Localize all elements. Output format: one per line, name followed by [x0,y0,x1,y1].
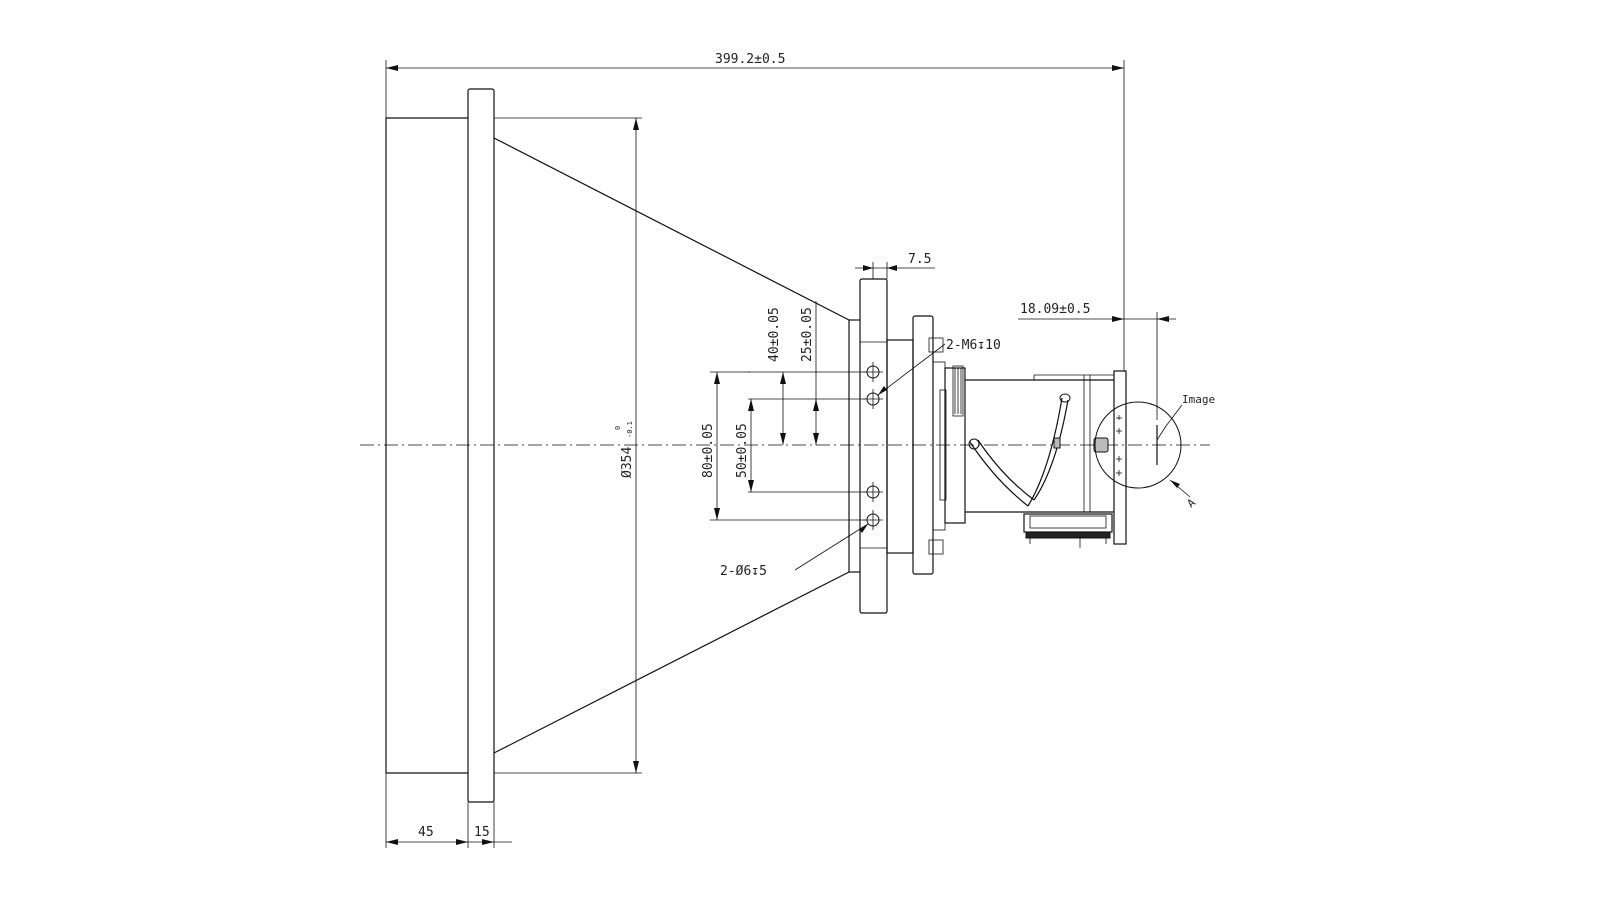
mounting-holes [863,362,883,530]
mounting-flange [859,278,888,614]
dim-hole-spacing-40: 40±0.05 [748,307,866,445]
dim-hole-spacing-80: 80±0.05 [701,371,866,521]
hole-spacing-40-label: 40±0.05 [767,307,782,362]
image-plane-callout: Image [1165,393,1215,427]
front-hood [385,117,468,774]
hole-spacing-50-label: 50±0.05 [735,423,750,478]
front-flange [467,88,495,803]
flange-thickness-label: 7.5 [908,252,931,267]
diameter-tol-lower: -0.1 [626,421,634,438]
conical-body [493,137,860,754]
detail-a-callout: A [1169,479,1199,510]
dim-hole-spacing-25: 25±0.05 [748,301,866,445]
focus-ring [939,365,966,524]
hood-depth-label: 45 [418,825,434,840]
dim-diameter: Ø354 0 -0.1 [494,117,642,774]
callout-mount-thread: 2-M6↧10 [877,338,1001,396]
mount-thread-label: 2-M6↧10 [946,338,1001,353]
hole-spacing-25-label: 25±0.05 [800,307,815,362]
dim-flange-thickness: 7.5 [855,252,935,279]
back-focal-label: 18.09±0.5 [1020,302,1090,317]
diameter-tol-upper: 0 [614,426,622,430]
callout-pin-holes: 2-Ø6↧5 [720,523,869,579]
hole-spacing-80-label: 80±0.05 [701,423,716,478]
rear-barrel [965,370,1127,545]
motor-unit [1023,513,1113,548]
dim-back-focal: 18.09±0.5 [1018,302,1176,420]
dim-overall-length: 399.2±0.5 [385,52,1125,371]
detail-a-label: A [1185,496,1199,510]
overall-length-label: 399.2±0.5 [715,52,785,67]
pin-holes-label: 2-Ø6↧5 [720,564,767,579]
dim-bottom: 45 15 [385,773,512,848]
dim-hole-spacing-50: 50±0.05 [735,399,866,493]
image-label: Image [1182,393,1215,406]
diameter-label: Ø354 [620,447,635,478]
flange-width-label: 15 [474,825,490,840]
focus-lever [968,393,1071,507]
detail-a-circle [1094,401,1182,489]
